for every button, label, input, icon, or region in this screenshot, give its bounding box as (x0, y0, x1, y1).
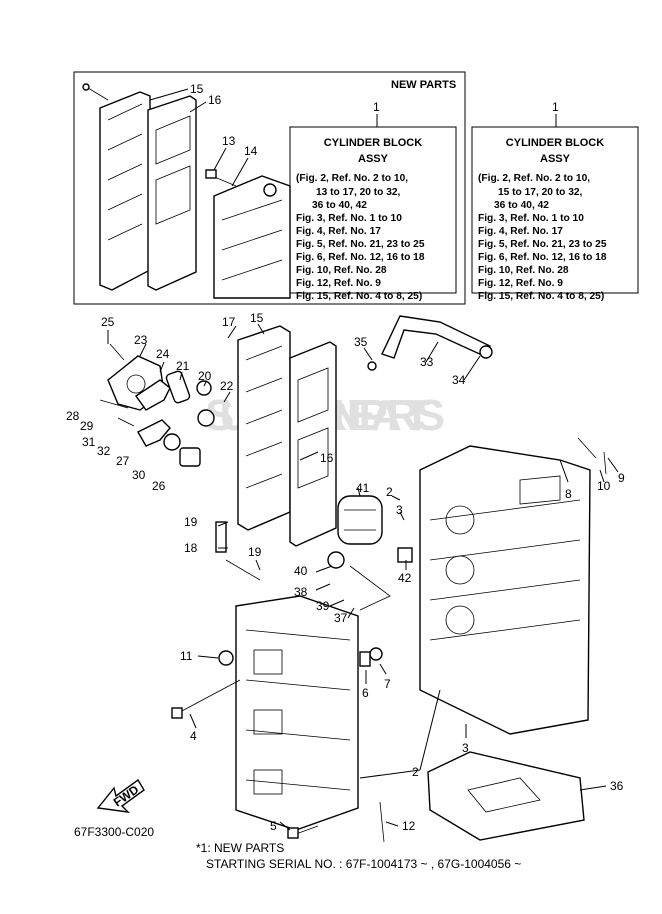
callout-41: 41 (356, 481, 370, 495)
callout-39: 39 (316, 599, 330, 613)
new-parts-inset: NEW PARTS 15 16 13 14 1 (73, 71, 466, 305)
callout-25: 25 (101, 315, 115, 329)
callout-24: 24 (156, 347, 170, 361)
callout-15: 15 (250, 311, 264, 325)
callout-2-top: 2 (386, 485, 393, 499)
svg-text:(Fig. 2, Ref. No. 2 to 10,: (Fig. 2, Ref. No. 2 to 10, (478, 173, 590, 184)
svg-text:(Fig. 2, Ref. No. 2 to 10,: (Fig. 2, Ref. No. 2 to 10, (296, 173, 408, 184)
cylinder-head (218, 595, 359, 831)
footnote-line1: *1: NEW PARTS (196, 841, 284, 855)
callout-20: 20 (198, 369, 212, 383)
inset-title: NEW PARTS (391, 79, 456, 91)
callout-33: 33 (420, 355, 434, 369)
callout-2-bottom: 2 (412, 765, 419, 779)
assy-box-right: 1 CYLINDER BLOCK ASSY (Fig. 2, Ref. No. … (471, 100, 639, 302)
callout-27: 27 (116, 454, 130, 468)
callout-17: 17 (222, 315, 236, 329)
svg-text:Fig. 4, Ref. No. 17: Fig. 4, Ref. No. 17 (296, 226, 381, 237)
svg-text:CYLINDER BLOCK: CYLINDER BLOCK (506, 137, 604, 149)
exhaust-cover (237, 325, 337, 547)
callout-8: 8 (565, 487, 572, 501)
callout-19-upper: 19 (184, 515, 198, 529)
water-hose (367, 315, 493, 371)
fwd-arrow-icon: FWD (96, 778, 145, 813)
inset-callout-13: 13 (222, 134, 236, 148)
callout-4: 4 (190, 729, 197, 743)
callout-3-top: 3 (396, 503, 403, 517)
callout-31: 31 (82, 435, 96, 449)
callout-36: 36 (610, 779, 624, 793)
svg-text:1: 1 (552, 100, 559, 114)
callout-19-lower: 19 (248, 545, 262, 559)
svg-text:Fig. 5, Ref. No. 21, 23 to 25: Fig. 5, Ref. No. 21, 23 to 25 (296, 239, 425, 250)
svg-text:Fig. 10, Ref. No. 28: Fig. 10, Ref. No. 28 (296, 265, 387, 276)
inset-block-fragment (213, 175, 291, 299)
svg-text:Fig. 10, Ref. No. 28: Fig. 10, Ref. No. 28 (478, 265, 569, 276)
callout-11: 11 (180, 649, 193, 663)
leader-lines (107, 323, 619, 831)
assy-box-title1: CYLINDER BLOCK (324, 137, 422, 149)
svg-text:Fig. 15, Ref. No. 4 to 8, 25): Fig. 15, Ref. No. 4 to 8, 25) (296, 291, 422, 302)
callout-40: 40 (294, 564, 308, 578)
callout-30: 30 (132, 468, 146, 482)
assy-box-inset: 1 CYLINDER BLOCK ASSY (Fig. 2, Ref. No. … (289, 100, 457, 302)
assy-box-title2: ASSY (358, 153, 389, 165)
callouts: 25 23 24 21 20 22 17 15 35 33 34 28 29 3… (66, 311, 625, 833)
callout-28: 28 (66, 409, 80, 423)
svg-text:Fig. 3, Ref. No. 1 to 10: Fig. 3, Ref. No. 1 to 10 (296, 213, 402, 224)
svg-text:Fig. 6, Ref. No. 12, 16 to 18: Fig. 6, Ref. No. 12, 16 to 18 (296, 252, 425, 263)
cylinder-block (419, 445, 591, 735)
callout-5: 5 (270, 819, 277, 833)
inset-screw (82, 83, 237, 187)
svg-text:36 to 40, 42: 36 to 40, 42 (312, 200, 367, 211)
callout-32: 32 (97, 444, 111, 458)
inset-frame (73, 71, 466, 305)
svg-text:36 to 40, 42: 36 to 40, 42 (494, 200, 549, 211)
callout-35: 35 (354, 335, 368, 349)
base-gasket (427, 751, 585, 841)
callout-23: 23 (134, 333, 148, 347)
anode-assembly (99, 343, 201, 467)
callout-6: 6 (362, 686, 369, 700)
callout-16: 16 (320, 451, 334, 465)
callout-34: 34 (452, 373, 466, 387)
inset-exhaust-cover (99, 91, 197, 291)
svg-text:Fig. 15, Ref. No. 4 to 8, 25): Fig. 15, Ref. No. 4 to 8, 25) (478, 291, 604, 302)
callout-7: 7 (384, 677, 391, 691)
callout-42: 42 (398, 571, 412, 585)
inset-callout-16: 16 (208, 93, 222, 107)
callout-22: 22 (220, 379, 234, 393)
callout-18: 18 (184, 541, 198, 555)
callout-10: 10 (597, 479, 611, 493)
bolts (171, 437, 607, 843)
callout-38: 38 (294, 585, 308, 599)
svg-text:Fig. 12, Ref. No. 9: Fig. 12, Ref. No. 9 (296, 278, 381, 289)
svg-text:15 to 17, 20 to 32,: 15 to 17, 20 to 32, (498, 187, 583, 198)
inset-callout-14: 14 (244, 144, 258, 158)
callout-37: 37 (334, 611, 348, 625)
footnote-line2: STARTING SERIAL NO. : 67F-1004173 ~ , 67… (206, 857, 521, 871)
callout-21: 21 (176, 359, 190, 373)
svg-text:Fig. 3, Ref. No. 1 to 10: Fig. 3, Ref. No. 1 to 10 (478, 213, 584, 224)
oil-filter (337, 495, 413, 563)
callout-9: 9 (618, 471, 625, 485)
callout-12: 12 (402, 819, 416, 833)
svg-text:Fig. 4, Ref. No. 17: Fig. 4, Ref. No. 17 (478, 226, 563, 237)
callout-26: 26 (152, 479, 166, 493)
inset-callout-15: 15 (190, 82, 204, 96)
diagram-code: 67F3300-C020 (74, 825, 154, 839)
svg-text:Fig. 12, Ref. No. 9: Fig. 12, Ref. No. 9 (478, 278, 563, 289)
callout-3-bottom: 3 (462, 741, 469, 755)
thermostat-cover (107, 355, 215, 427)
svg-text:Fig. 6, Ref. No. 12, 16 to 18: Fig. 6, Ref. No. 12, 16 to 18 (478, 252, 607, 263)
svg-text:13 to 17, 20 to 32,: 13 to 17, 20 to 32, (316, 187, 401, 198)
svg-text:Fig. 5, Ref. No. 21, 23 to 25: Fig. 5, Ref. No. 21, 23 to 25 (478, 239, 607, 250)
callout-29: 29 (80, 419, 94, 433)
svg-text:ASSY: ASSY (540, 153, 571, 165)
assy-box-ref: 1 (373, 100, 380, 114)
